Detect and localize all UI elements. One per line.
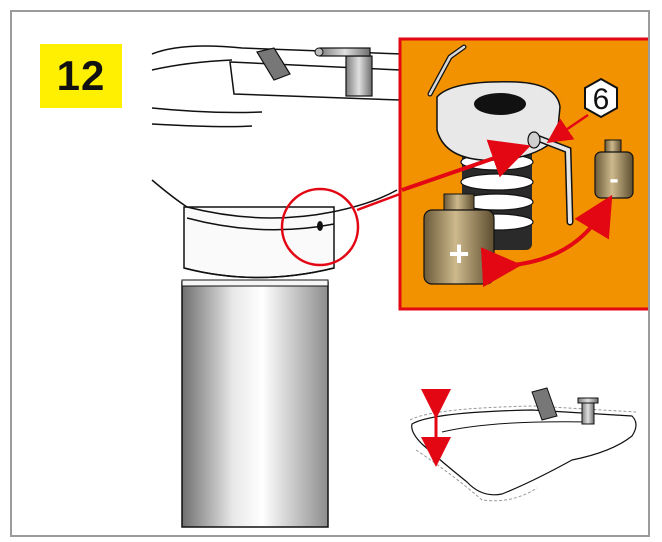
illustration: 6 + - — [151, 37, 648, 528]
hex-size-badge: 6 — [546, 77, 618, 144]
adjustment-point-highlight — [280, 187, 401, 267]
minus-weight: - — [594, 139, 634, 199]
pointer-arrow — [401, 139, 531, 192]
plus-weight: + — [423, 193, 495, 285]
instruction-frame: 12 — [10, 10, 650, 537]
plus-weight-label: + — [448, 233, 469, 274]
step-number-badge: 12 — [40, 44, 122, 108]
swap-arrow — [480, 194, 613, 288]
pedestal-collar — [183, 206, 335, 279]
basin-thumbnail — [409, 387, 637, 502]
wash-basin — [151, 45, 403, 231]
detail-callout: 6 + - — [398, 37, 648, 311]
screw-size-label: 6 — [593, 83, 610, 116]
pedestal-column — [181, 279, 329, 528]
minus-weight-label: - — [609, 163, 618, 194]
